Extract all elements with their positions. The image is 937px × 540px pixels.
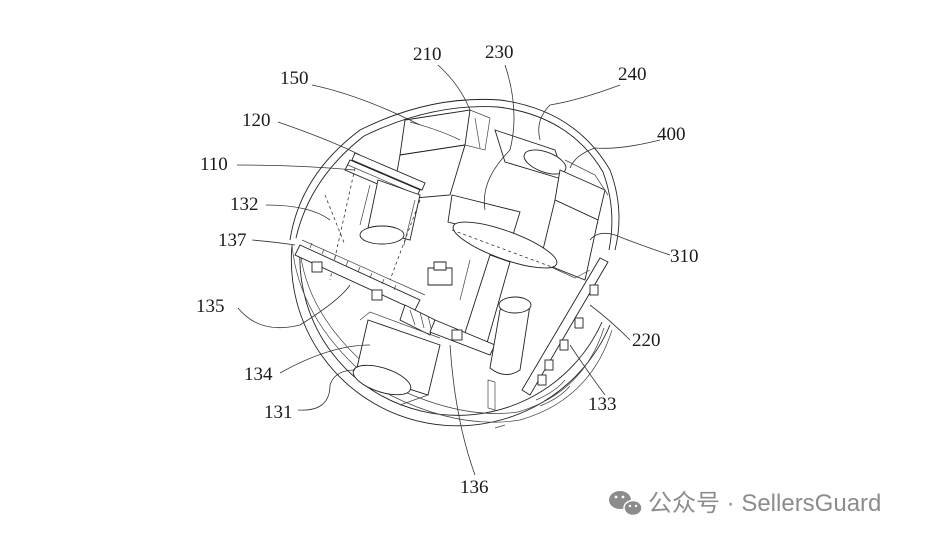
label-230: 230 [485, 42, 514, 63]
label-240: 240 [618, 64, 647, 85]
watermark: 公众号 · SellersGuard [609, 490, 881, 517]
watermark-text: 公众号 · SellersGuard [648, 490, 881, 517]
label-131: 131 [264, 402, 293, 423]
label-120: 120 [242, 110, 271, 131]
right-cylinder [489, 296, 532, 375]
wechat-icon [609, 491, 643, 517]
label-134: 134 [244, 364, 273, 385]
gear-train [294, 239, 496, 356]
circuit-board [487, 257, 609, 411]
label-400: 400 [657, 124, 686, 145]
label-310: 310 [670, 246, 699, 267]
label-220: 220 [632, 330, 661, 351]
label-210: 210 [413, 44, 442, 65]
leader-lines [236, 64, 671, 476]
lower-camera-131 [352, 311, 441, 406]
label-150: 150 [280, 68, 309, 89]
label-133: 133 [588, 394, 617, 415]
label-132: 132 [230, 194, 259, 215]
small-bracket [427, 261, 453, 286]
camera-132 [359, 179, 421, 246]
center-assembly [447, 194, 561, 351]
label-110: 110 [200, 154, 228, 175]
label-136: 136 [460, 477, 489, 498]
label-137: 137 [218, 230, 247, 251]
label-135: 135 [196, 296, 225, 317]
reference-numerals: 210 230 150 240 120 400 110 132 137 310 … [196, 42, 699, 498]
spherical-housing [289, 98, 620, 429]
